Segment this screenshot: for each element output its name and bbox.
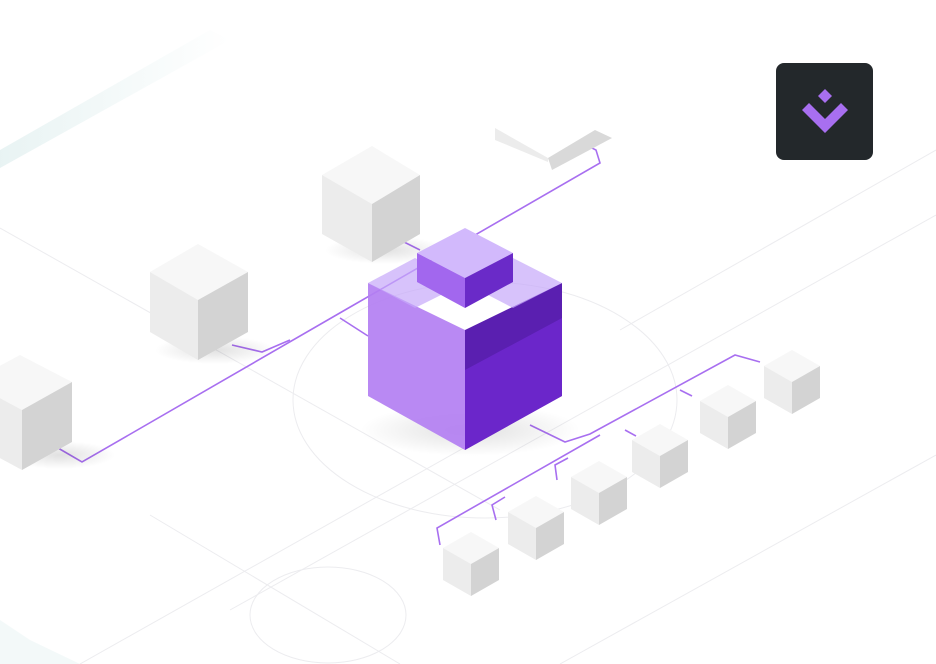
cube-node (632, 424, 688, 488)
cube-node-partial (495, 128, 612, 170)
chevron-down-diamond-icon (801, 88, 848, 133)
cube-node (0, 355, 115, 470)
node-cubes (0, 128, 820, 596)
cube-node (700, 385, 756, 449)
cube-node (508, 496, 564, 560)
floor-grid (0, 149, 936, 664)
cube-node (571, 461, 627, 525)
central-block (360, 228, 580, 456)
cube-node (443, 532, 499, 596)
cube-node (322, 146, 445, 264)
logo-badge (776, 63, 873, 160)
decorative-bands (0, 30, 230, 664)
cube-node (764, 350, 820, 414)
cube-node (150, 244, 275, 364)
